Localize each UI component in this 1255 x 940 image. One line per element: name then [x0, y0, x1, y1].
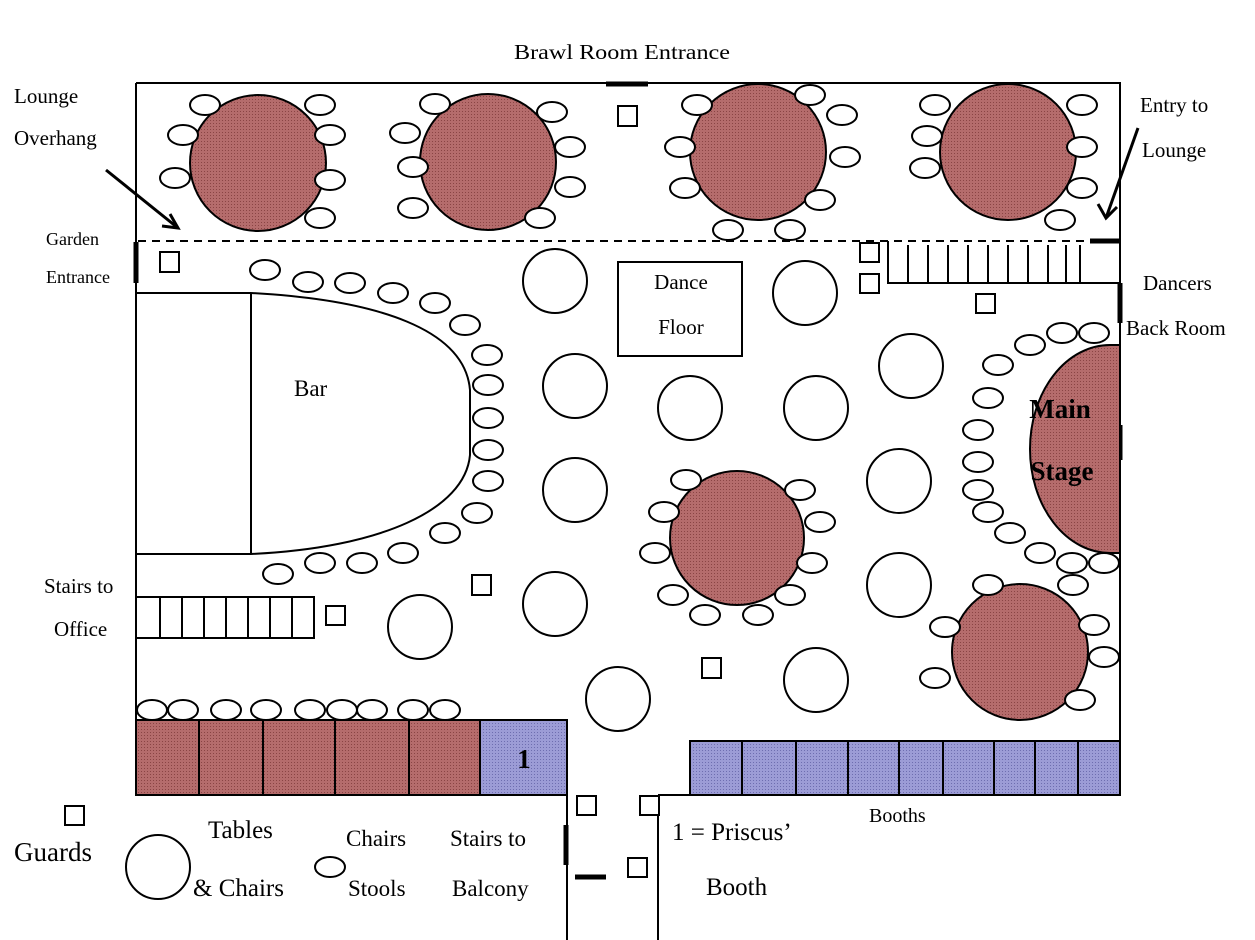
booth: [1034, 740, 1079, 796]
booths-east: [689, 740, 1121, 796]
vip-table: [669, 470, 805, 606]
legend-table-symbol: [125, 834, 191, 900]
lounge-overhang-label-2: Overhang: [14, 126, 97, 150]
legend-guard-symbol: [64, 805, 85, 826]
guard-post: [617, 105, 638, 127]
lounge-overhang-label: Lounge: [14, 84, 78, 108]
main-stage-label: Main: [1029, 394, 1091, 424]
table: [866, 448, 932, 514]
booth: [689, 740, 743, 796]
booth: [795, 740, 849, 796]
table: [542, 353, 608, 419]
garden-entrance-label: Garden: [46, 229, 99, 249]
dance-floor: [617, 261, 743, 357]
guard-post: [859, 273, 880, 294]
booth: [135, 719, 200, 796]
legend-stools-label: Stools: [348, 876, 406, 901]
guard-post: [325, 605, 346, 626]
guard-post: [701, 657, 722, 679]
booth: [942, 740, 995, 796]
table: [542, 457, 608, 523]
table: [522, 571, 588, 637]
stairs-to-office-label-2: Office: [54, 617, 107, 641]
garden-entrance-label-2: Entrance: [46, 267, 110, 287]
guard-post: [639, 795, 660, 816]
guard-post: [975, 293, 996, 314]
legend-balcony-label: Balcony: [452, 876, 529, 901]
dance-floor-label-2: Floor: [658, 315, 704, 339]
legend-chair-symbol: [314, 856, 346, 878]
stairs-lounge: [887, 245, 1081, 284]
legend-and-chairs-label: & Chairs: [193, 875, 284, 902]
entry-lounge-arrow: [1104, 127, 1140, 219]
main-stage: [1029, 344, 1121, 554]
entry-to-lounge-label: Entry to: [1140, 93, 1208, 117]
legend: Guards Tables & Chairs Chairs Stools Sta…: [14, 805, 792, 902]
lounge-tables: [189, 83, 1077, 232]
booth: [898, 740, 944, 796]
booth: [198, 719, 264, 796]
booth: [993, 740, 1036, 796]
guard-posts: [159, 105, 996, 878]
lounge-table: [939, 83, 1077, 221]
bar-label: Bar: [294, 376, 328, 401]
stairs-to-office-label: Stairs to: [44, 574, 113, 598]
booths-west: [135, 719, 568, 796]
arrows: [105, 127, 1140, 230]
booth: [1077, 740, 1121, 796]
guard-post: [159, 251, 180, 273]
bar-counter: [136, 292, 471, 555]
table: [522, 248, 588, 314]
booth: [334, 719, 410, 796]
booth: [847, 740, 900, 796]
lounge-table: [189, 94, 327, 232]
table: [387, 594, 453, 660]
legend-guards-label: Guards: [14, 837, 92, 867]
table: [585, 666, 651, 732]
floor-tables: [387, 248, 944, 732]
table: [783, 647, 849, 713]
legend-priscus-label: 1 = Priscus’: [672, 819, 792, 846]
entry-to-lounge-label-2: Lounge: [1142, 138, 1206, 162]
dance-floor-label: Dance: [654, 270, 708, 294]
booth: [741, 740, 797, 796]
back-room-wall: [887, 241, 1120, 284]
table: [657, 375, 723, 441]
vip-table: [951, 583, 1089, 721]
booth: [262, 719, 336, 796]
overhang-arrow: [105, 168, 179, 230]
dancers-back-room-label-2: Back Room: [1126, 316, 1226, 340]
legend-stairs-label: Stairs to: [450, 826, 526, 851]
guard-post: [471, 574, 492, 596]
legend-priscus-label-2: Booth: [706, 874, 768, 901]
table: [866, 552, 932, 618]
priscus-booth: [479, 719, 568, 796]
guard-post: [627, 857, 648, 878]
guard-post: [576, 795, 597, 816]
table: [772, 260, 838, 326]
priscus-booth-number: 1: [517, 744, 531, 774]
table: [783, 375, 849, 441]
brawl-room-entrance-label: Brawl Room Entrance: [514, 40, 730, 64]
dancers-back-room-label: Dancers: [1143, 271, 1212, 295]
booth: [408, 719, 481, 796]
booths-label: Booths: [869, 805, 926, 827]
main-stage-label-2: Stage: [1031, 456, 1094, 486]
floor-red-tables: [669, 470, 1089, 721]
stairs-office: [135, 596, 315, 639]
legend-tables-label: Tables: [208, 817, 273, 844]
labels: Brawl Room Entrance Lounge Overhang Entr…: [14, 40, 1226, 827]
guard-post: [859, 242, 880, 263]
table: [878, 333, 944, 399]
legend-chairs-label: Chairs: [346, 826, 406, 851]
chairs-stools: [136, 84, 1120, 721]
